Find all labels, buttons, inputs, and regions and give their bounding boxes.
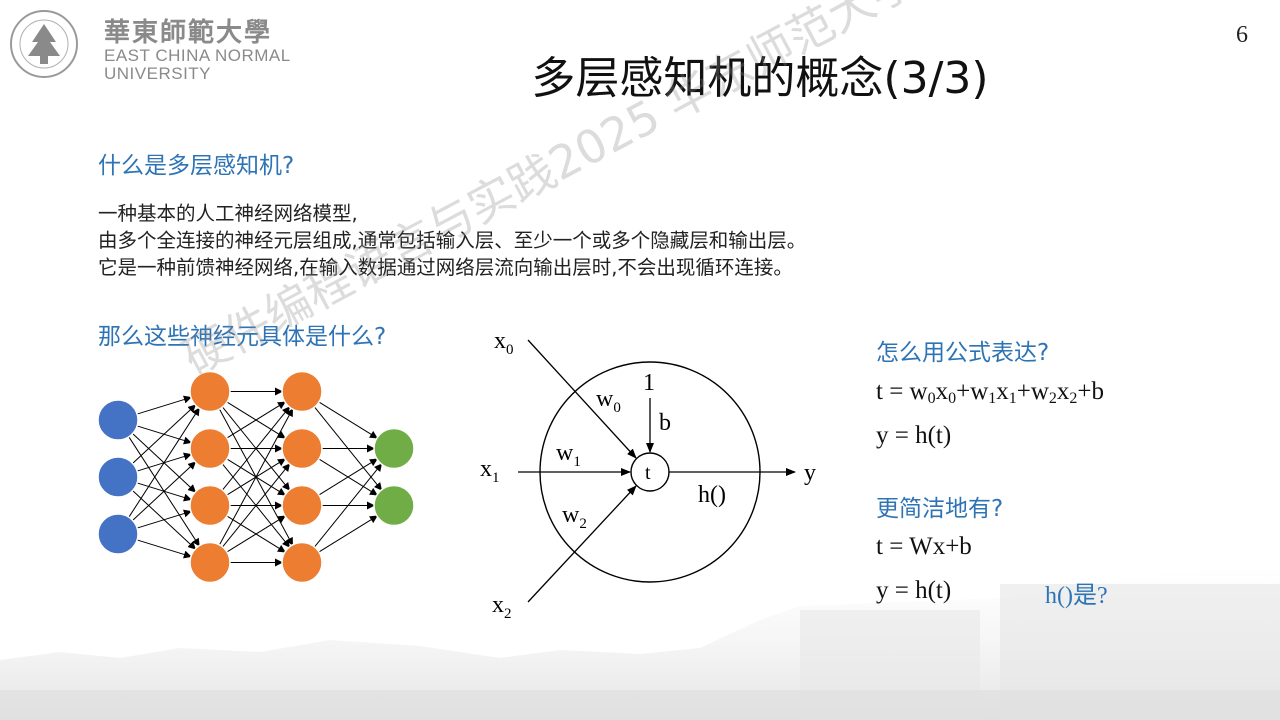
network-connection — [318, 458, 378, 496]
formula-matrix-form: t = Wx+b — [876, 533, 972, 560]
network-connection — [226, 401, 286, 439]
input-arrow-x0 — [527, 339, 637, 459]
network-neuron — [189, 541, 231, 584]
formula-activation: y = h(t) — [876, 422, 952, 449]
description-line: 它是一种前馈神经网络,在输入数据通过网络层流向输出层时,不会出现循环连接。 — [98, 256, 793, 279]
network-neuron — [281, 484, 323, 527]
label-x2: x2 — [492, 592, 512, 622]
university-seal-icon — [10, 10, 78, 78]
network-connection — [222, 406, 291, 491]
description-line: 由多个全连接的神经元层组成,通常包括输入层、至少一个或多个隐藏层和输出层。 — [98, 229, 807, 252]
label-w2: w2 — [562, 502, 587, 532]
network-connection — [128, 407, 200, 518]
campus-skyline-background — [0, 566, 1280, 720]
perceptron-diagram: x0 x1 x2 w0 w1 w2 1 b t h() y — [480, 328, 816, 622]
question-what-is-h: h()是? — [1045, 583, 1108, 609]
label-bias: b — [659, 410, 671, 436]
logo-name-english-line1: EAST CHINA NORMAL — [104, 46, 291, 65]
mlp-description: 一种基本的人工神经网络模型, 由多个全连接的神经元层组成,通常包括输入层、至少一… — [98, 200, 806, 281]
network-connection — [318, 515, 378, 553]
network-connection — [132, 404, 197, 464]
label-w0: w0 — [596, 386, 621, 416]
network-connection — [219, 408, 293, 546]
formula-weighted-sum: t = w0x0+w1x1+w2x2+b — [876, 378, 1105, 407]
network-neuron — [281, 370, 323, 413]
network-neuron — [373, 484, 415, 527]
network-connection — [318, 401, 378, 439]
network-neuron — [189, 427, 231, 470]
label-bias-input: 1 — [643, 370, 655, 396]
neural-network-diagram — [97, 370, 415, 584]
page-number: 6 — [1236, 22, 1248, 48]
label-node-t: t — [645, 462, 651, 484]
label-w1: w1 — [556, 440, 581, 470]
input-arrow-x2 — [527, 485, 637, 603]
network-neuron — [281, 427, 323, 470]
slide-title: 多层感知机的概念(3/3) — [531, 53, 989, 104]
network-neuron — [281, 541, 323, 584]
question-what-are-neurons: 那么这些神经元具体是什么? — [98, 324, 387, 350]
network-connection — [222, 463, 291, 548]
label-output-y: y — [804, 460, 816, 486]
formula-activation-matrix: y = h(t) — [876, 577, 952, 604]
network-neuron — [189, 484, 231, 527]
label-x1: x1 — [480, 456, 500, 486]
network-neuron — [373, 427, 415, 470]
university-logo: 華東師範大學 EAST CHINA NORMAL UNIVERSITY — [8, 8, 298, 83]
network-neuron — [97, 513, 139, 555]
label-x0: x0 — [494, 328, 514, 358]
network-neuron — [189, 370, 231, 413]
question-how-formula: 怎么用公式表达? — [876, 340, 1050, 366]
label-activation: h() — [698, 482, 726, 508]
network-connection — [136, 395, 192, 415]
network-connection — [314, 463, 383, 548]
description-line: 一种基本的人工神经网络模型, — [98, 202, 358, 225]
logo-name-chinese: 華東師範大學 — [104, 18, 273, 48]
question-what-is-mlp: 什么是多层感知机? — [98, 153, 295, 179]
network-connection — [132, 461, 197, 521]
network-connection — [136, 509, 192, 529]
logo-name-english-line2: UNIVERSITY — [104, 64, 212, 83]
network-neuron — [97, 456, 139, 498]
network-connection — [226, 515, 286, 553]
network-connection — [136, 539, 192, 559]
question-more-concise: 更简洁地有? — [876, 496, 1004, 522]
network-neuron — [97, 399, 139, 441]
